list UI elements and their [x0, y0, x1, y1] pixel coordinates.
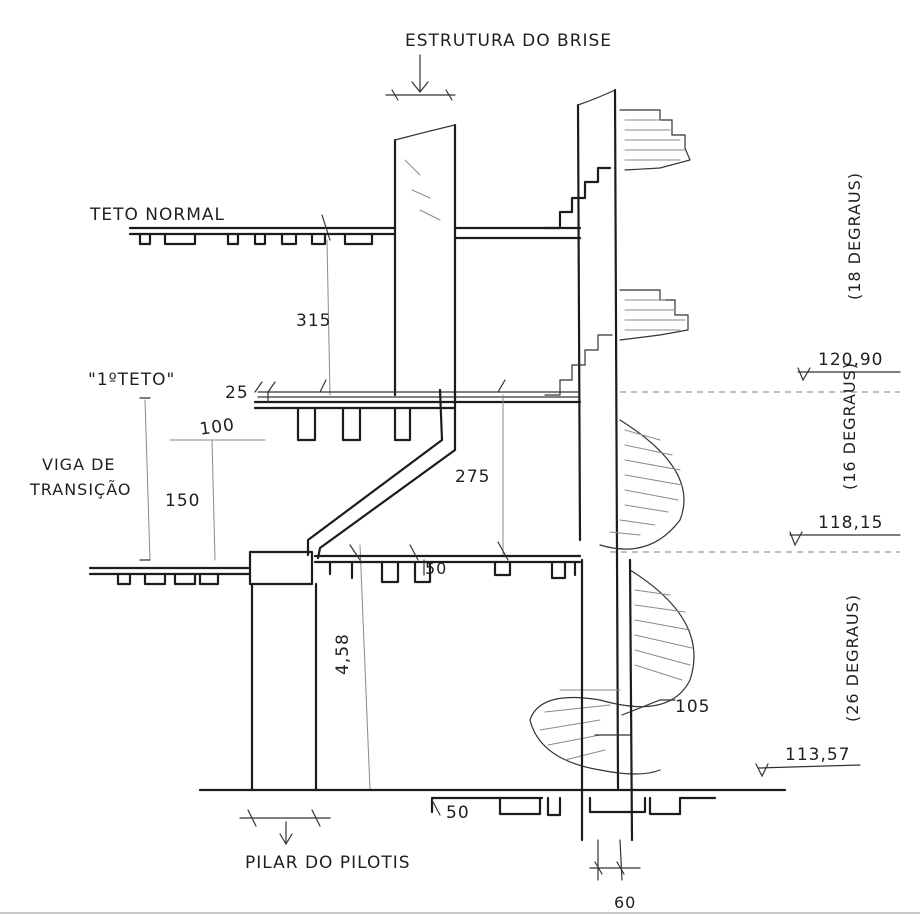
upper-stair	[543, 109, 691, 396]
dim-50-lower: 50	[446, 803, 470, 823]
dim-458: 4,58	[333, 633, 353, 675]
bottom-border	[0, 912, 920, 914]
stairs-16: (16 DEGRAUS)	[840, 362, 859, 490]
spiral-stair-16	[599, 419, 685, 550]
ground-slab	[198, 788, 787, 817]
dimension-ticks	[267, 391, 441, 816]
dimension-lines	[139, 394, 504, 791]
label-estrutura-brise: ESTRUTURA DO BRISE	[405, 31, 612, 51]
primeiro-teto-slab	[253, 379, 582, 442]
level-lines	[610, 367, 901, 778]
stairs-26: (26 DEGRAUS)	[843, 594, 862, 722]
central-column	[580, 558, 641, 881]
dim-60: 60	[614, 893, 636, 912]
middle-slab	[88, 541, 582, 586]
level-11815: 118,15	[818, 513, 883, 533]
dim-150: 150	[165, 491, 200, 511]
brise-arrow	[385, 54, 456, 101]
dim-275: 275	[455, 467, 490, 487]
level-11357: 113,57	[785, 745, 850, 765]
dim-100: 100	[198, 415, 236, 440]
dimension-315	[326, 239, 331, 396]
brise-structure	[393, 88, 620, 790]
label-viga-2: TRANSIÇÃO	[29, 480, 131, 499]
teto-normal-slab	[128, 214, 582, 246]
label-teto-normal: TETO NORMAL	[89, 205, 225, 225]
label-viga-1: VIGA DE	[42, 455, 116, 474]
level-12090: 120,90	[818, 350, 883, 370]
stairs-18: (18 DEGRAUS)	[845, 172, 864, 300]
dim-315: 315	[296, 311, 331, 331]
label-primeiro-teto: "1ºTETO"	[88, 370, 175, 390]
viga-transicao	[306, 388, 457, 560]
label-pilar-pilotis: PILAR DO PILOTIS	[245, 853, 411, 873]
pilotis-columns	[239, 582, 331, 846]
dim-105: 105	[675, 697, 710, 717]
dim-25: 25	[225, 383, 249, 403]
dim-50-upper: 50	[425, 559, 447, 578]
spiral-stair-26	[529, 569, 695, 775]
